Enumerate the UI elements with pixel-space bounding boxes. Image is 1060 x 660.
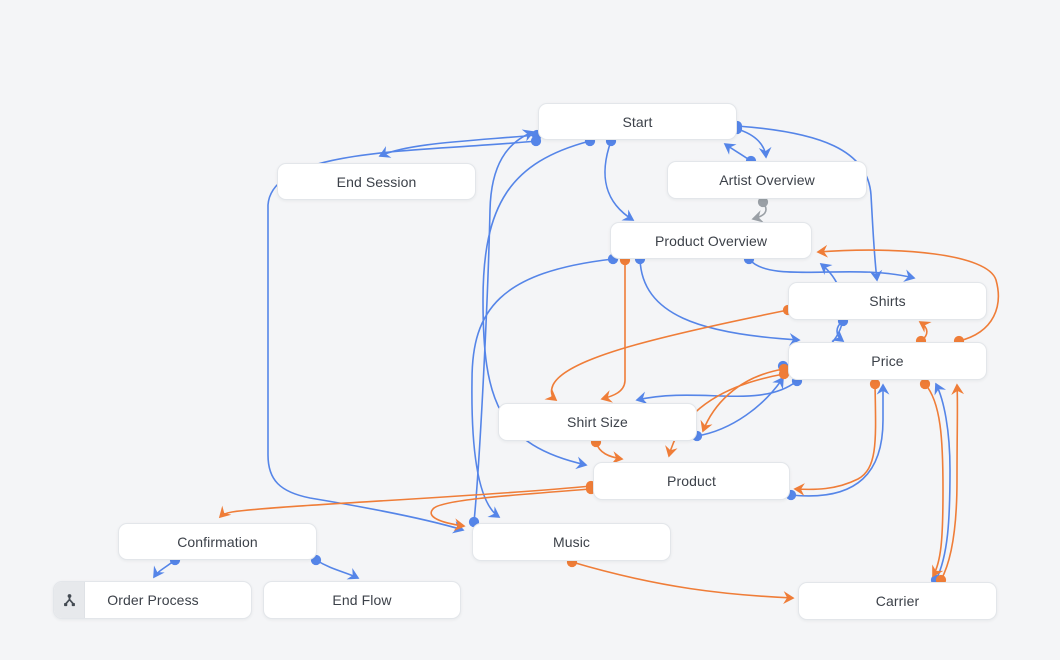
node-order-process[interactable]: Order Process — [53, 581, 252, 619]
edge-carrier-to-price — [935, 383, 965, 586]
edge-artist-overview-to-product-overview — [751, 196, 769, 223]
node-label: Price — [871, 353, 904, 369]
node-artist-overview[interactable]: Artist Overview — [667, 161, 867, 199]
edge-shirt-size-to-product — [590, 436, 624, 464]
edge-price-to-shirt-size — [635, 375, 803, 405]
edge-product-to-confirmation — [218, 480, 597, 519]
edge-product-to-music — [430, 483, 597, 532]
edge-product-to-price — [785, 383, 890, 501]
node-label: Start — [622, 113, 653, 130]
edge-product-overview-to-music — [471, 253, 619, 518]
edge-product-overview-to-shirts — [743, 253, 916, 282]
node-price[interactable]: Price — [788, 342, 987, 380]
edge-shirts-to-price — [831, 315, 849, 342]
edge-shirt-size-to-price — [691, 376, 784, 442]
edge-shirts-to-shirt-size — [544, 304, 794, 401]
edge-carrier-to-price — [930, 382, 951, 586]
edge-start-to-product-overview — [604, 135, 635, 221]
edge-product-overview-to-shirt-size — [600, 254, 631, 403]
edge-price-to-shirts — [915, 321, 932, 347]
node-label: Artist Overview — [719, 172, 815, 188]
node-product[interactable]: Product — [593, 462, 790, 500]
node-label: Product Overview — [654, 232, 768, 249]
node-end-session[interactable]: End Session — [277, 163, 476, 200]
edge-price-to-shirt-size — [700, 363, 790, 433]
node-label: Music — [552, 534, 591, 550]
node-shirts[interactable]: Shirts — [788, 282, 987, 320]
node-end-flow[interactable]: End Flow — [263, 581, 461, 619]
node-label: End Flow — [332, 592, 392, 608]
node-shirt-size[interactable]: Shirt Size — [498, 403, 697, 441]
edge-product-overview-to-price — [634, 253, 801, 346]
node-music[interactable]: Music — [472, 523, 671, 561]
node-start[interactable]: Start — [538, 103, 737, 140]
edge-price-to-carrier — [919, 378, 944, 578]
node-confirmation[interactable]: Confirmation — [118, 523, 317, 560]
edge-confirmation-to-end-flow — [310, 554, 360, 580]
edge-price-to-product — [793, 378, 881, 496]
edge-start-to-artist-overview — [731, 123, 772, 159]
node-label: End Session — [336, 173, 417, 190]
flow-branch-icon-chip — [54, 582, 85, 618]
edge-music-to-start — [468, 129, 535, 528]
node-label: Shirts — [869, 293, 906, 309]
node-label: Shirt Size — [567, 414, 628, 430]
edge-confirmation-to-order-process — [153, 554, 181, 579]
node-label: Confirmation — [177, 533, 258, 550]
node-label: Carrier — [875, 593, 920, 609]
flow-branch-icon — [63, 593, 75, 606]
edge-start-to-end-session — [378, 129, 543, 158]
node-carrier[interactable]: Carrier — [798, 582, 997, 620]
node-product-overview[interactable]: Product Overview — [610, 222, 812, 259]
edge-artist-overview-to-start — [723, 143, 757, 167]
node-label: Order Process — [107, 592, 199, 608]
node-label: Product — [667, 473, 716, 489]
edge-music-to-carrier — [566, 556, 795, 604]
